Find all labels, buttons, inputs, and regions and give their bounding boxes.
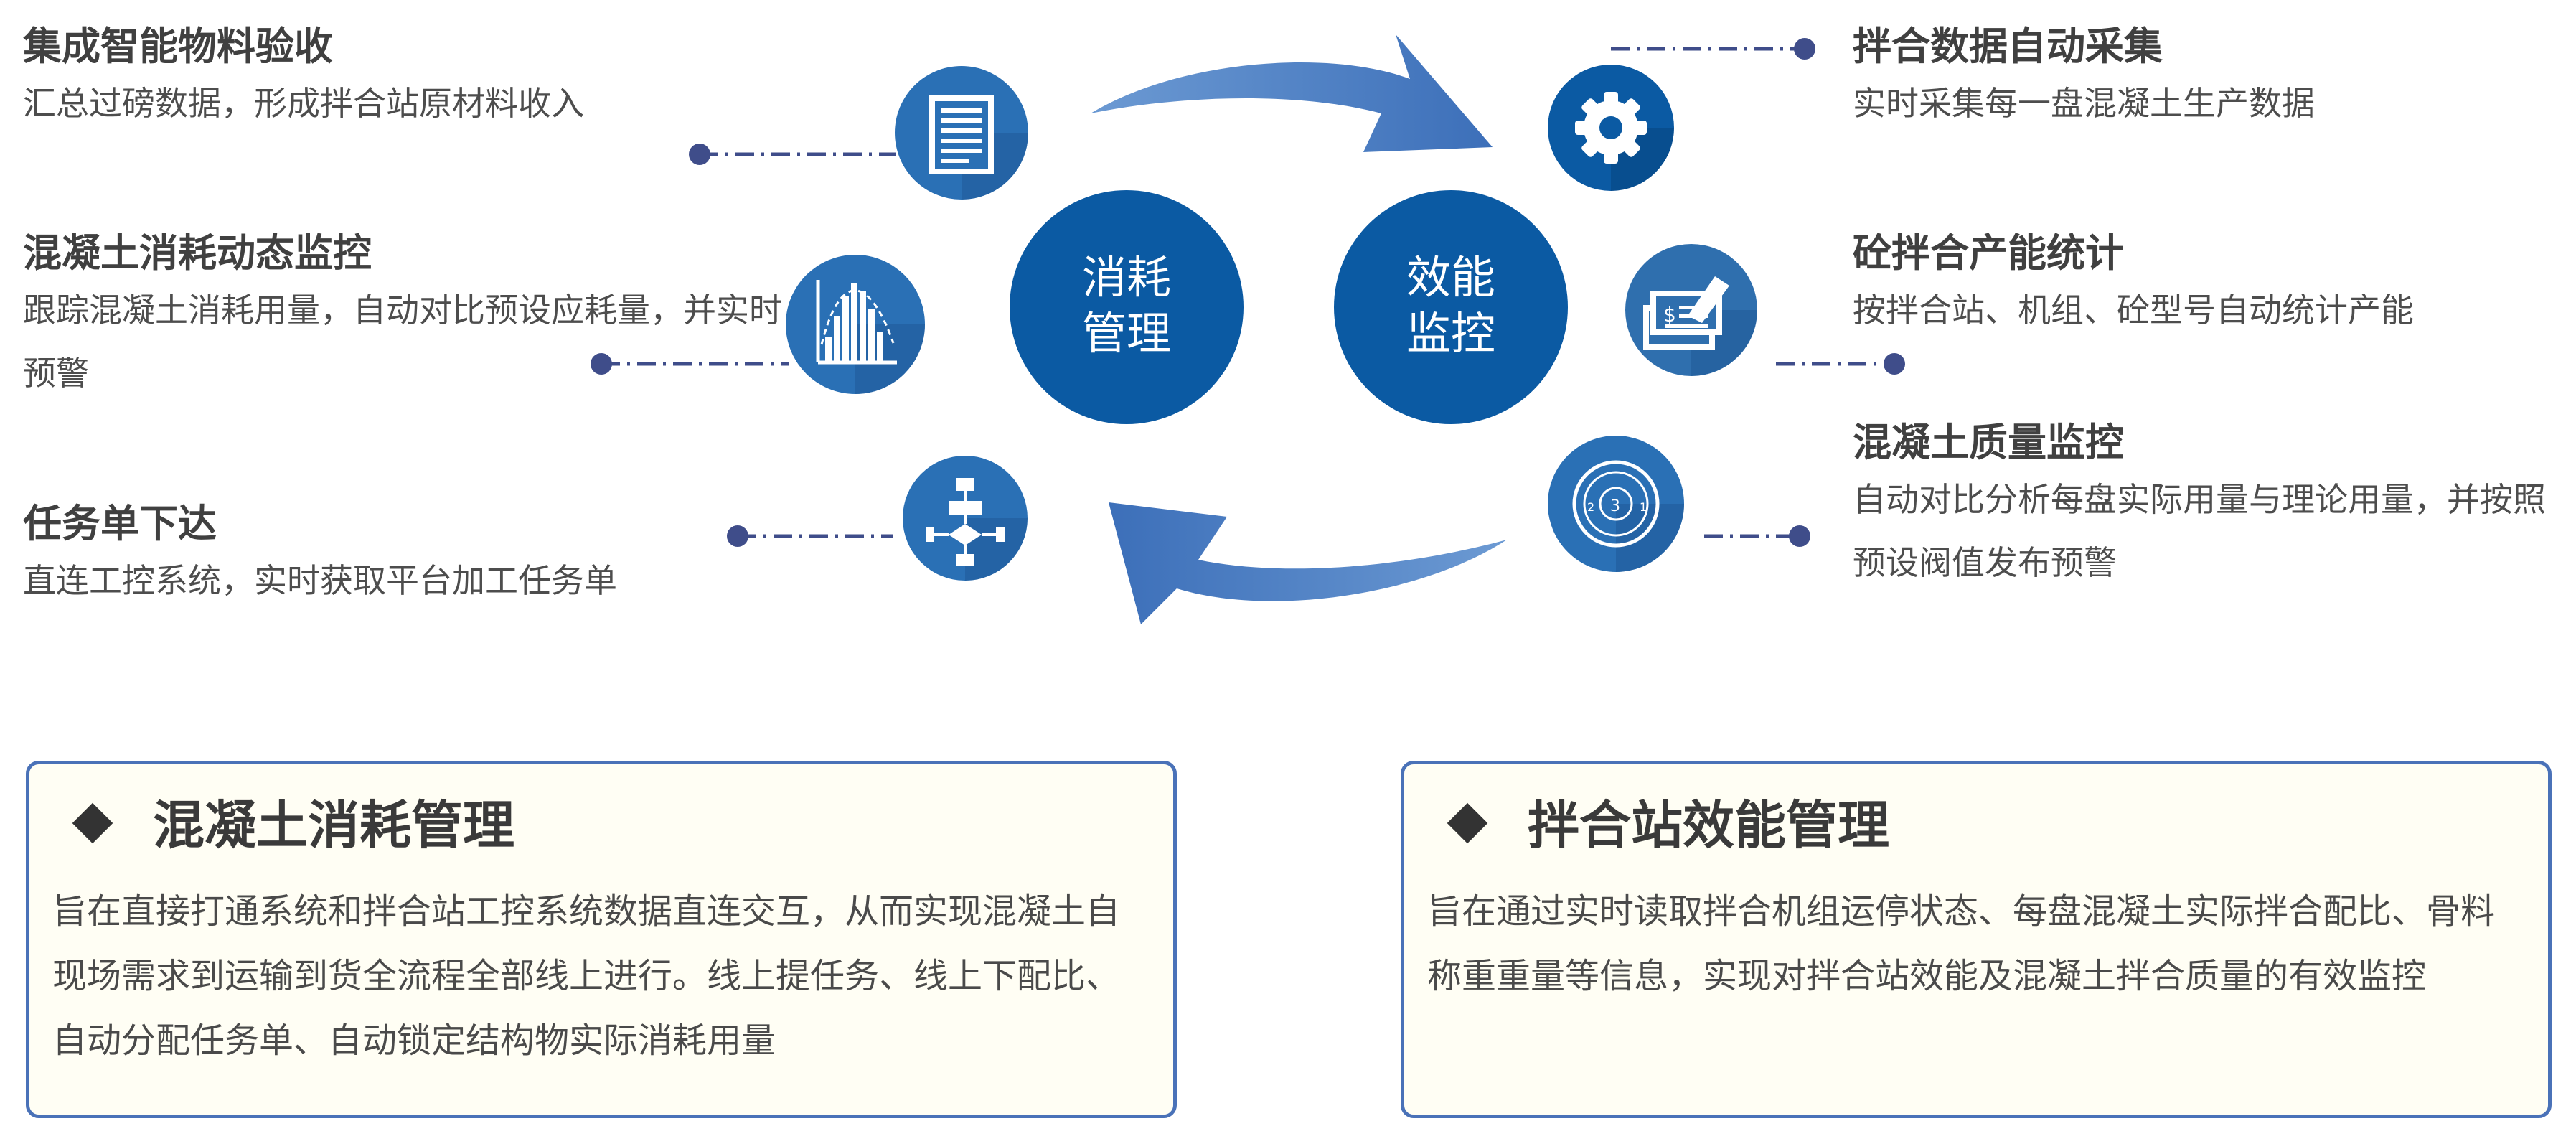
feature-left-3: 任务单下达 直连工控系统，实时获取平台加工任务单 [23, 499, 617, 612]
feature-title: 拌合数据自动采集 [1853, 24, 2163, 69]
connector-dot-left-3 [727, 525, 748, 547]
svg-text:3: 3 [1610, 497, 1620, 515]
histogram-chart-icon [786, 255, 925, 394]
diamond-bullet-icon [72, 802, 113, 844]
hub-consumption-circle [1010, 190, 1244, 424]
cycle-arrow-bottom [1109, 502, 1507, 624]
feature-description: 跟踪混凝土消耗用量，自动对比预设应耗量，并实时预警 [23, 291, 782, 393]
connector-dot-left-2 [591, 353, 612, 375]
connector-dot-left-1 [689, 144, 710, 165]
feature-title: 砼拌合产能统计 [1853, 230, 2124, 276]
summary-box-consumption: 混凝土消耗管理 旨在直接打通系统和拌合站工控系统数据直连交互，从而实现混凝土自现… [26, 761, 1177, 1118]
hub-efficiency-label-1: 效能 [1406, 251, 1495, 304]
feature-title: 混凝土质量监控 [1853, 420, 2124, 465]
dial-icon: 3 2 1 [1548, 436, 1684, 572]
summary-box-efficiency: 拌合站效能管理 旨在通过实时读取拌合机组运停状态、每盘混凝土实际拌合配比、骨料称… [1401, 761, 2552, 1118]
connector-dot-right-1 [1794, 38, 1815, 60]
feature-title: 任务单下达 [23, 501, 217, 546]
box-title: 混凝土消耗管理 [72, 786, 514, 865]
svg-text:$: $ [1663, 303, 1676, 327]
svg-text:2: 2 [1587, 500, 1594, 514]
check-payment-icon: $ [1625, 244, 1757, 376]
box-title-text: 混凝土消耗管理 [153, 795, 515, 855]
feature-right-2: 砼拌合产能统计 按拌合站、机组、砼型号自动统计产能 [1853, 228, 2414, 342]
feature-description: 按拌合站、机组、砼型号自动统计产能 [1853, 291, 2414, 329]
feature-left-2: 混凝土消耗动态监控 跟踪混凝土消耗用量，自动对比预设应耗量，并实时预警 [23, 228, 784, 405]
feature-description: 实时采集每一盘混凝土生产数据 [1853, 84, 2315, 123]
feature-right-1: 拌合数据自动采集 实时采集每一盘混凝土生产数据 [1853, 22, 2315, 135]
gear-icon [1548, 65, 1674, 191]
diamond-bullet-icon [1447, 802, 1488, 844]
feature-title: 集成智能物料验收 [23, 24, 333, 69]
feature-description: 直连工控系统，实时获取平台加工任务单 [23, 561, 617, 600]
hub-consumption-label-2: 管理 [1082, 307, 1171, 360]
cycle-arrow-top [1091, 34, 1493, 152]
feature-description: 汇总过磅数据，形成拌合站原材料收入 [23, 84, 584, 123]
connector-dot-right-2 [1884, 353, 1905, 375]
feature-left-1: 集成智能物料验收 汇总过磅数据，形成拌合站原材料收入 [23, 22, 584, 135]
box-body: 旨在直接打通系统和拌合站工控系统数据直连交互，从而实现混凝土自现场需求到运输到货… [52, 891, 1121, 1061]
feature-description: 自动对比分析每盘实际用量与理论用量，并按照预设阀值发布预警 [1853, 480, 2546, 582]
connector-dot-right-3 [1789, 525, 1810, 547]
feature-right-3: 混凝土质量监控 自动对比分析每盘实际用量与理论用量，并按照预设阀值发布预警 [1853, 418, 2563, 594]
box-title-text: 拌合站效能管理 [1528, 795, 1890, 855]
hub-consumption-label-1: 消耗 [1082, 251, 1171, 304]
hub-efficiency-label-2: 监控 [1406, 307, 1495, 360]
box-body: 旨在通过实时读取拌合机组运停状态、每盘混凝土实际拌合配比、骨料称重重量等信息，实… [1427, 891, 2496, 996]
feature-title: 混凝土消耗动态监控 [23, 230, 372, 276]
hub-efficiency-circle [1334, 190, 1568, 424]
svg-text:1: 1 [1640, 500, 1647, 514]
document-icon [895, 66, 1028, 200]
flowchart-icon [903, 456, 1028, 581]
box-title: 拌合站效能管理 [1447, 786, 1889, 865]
